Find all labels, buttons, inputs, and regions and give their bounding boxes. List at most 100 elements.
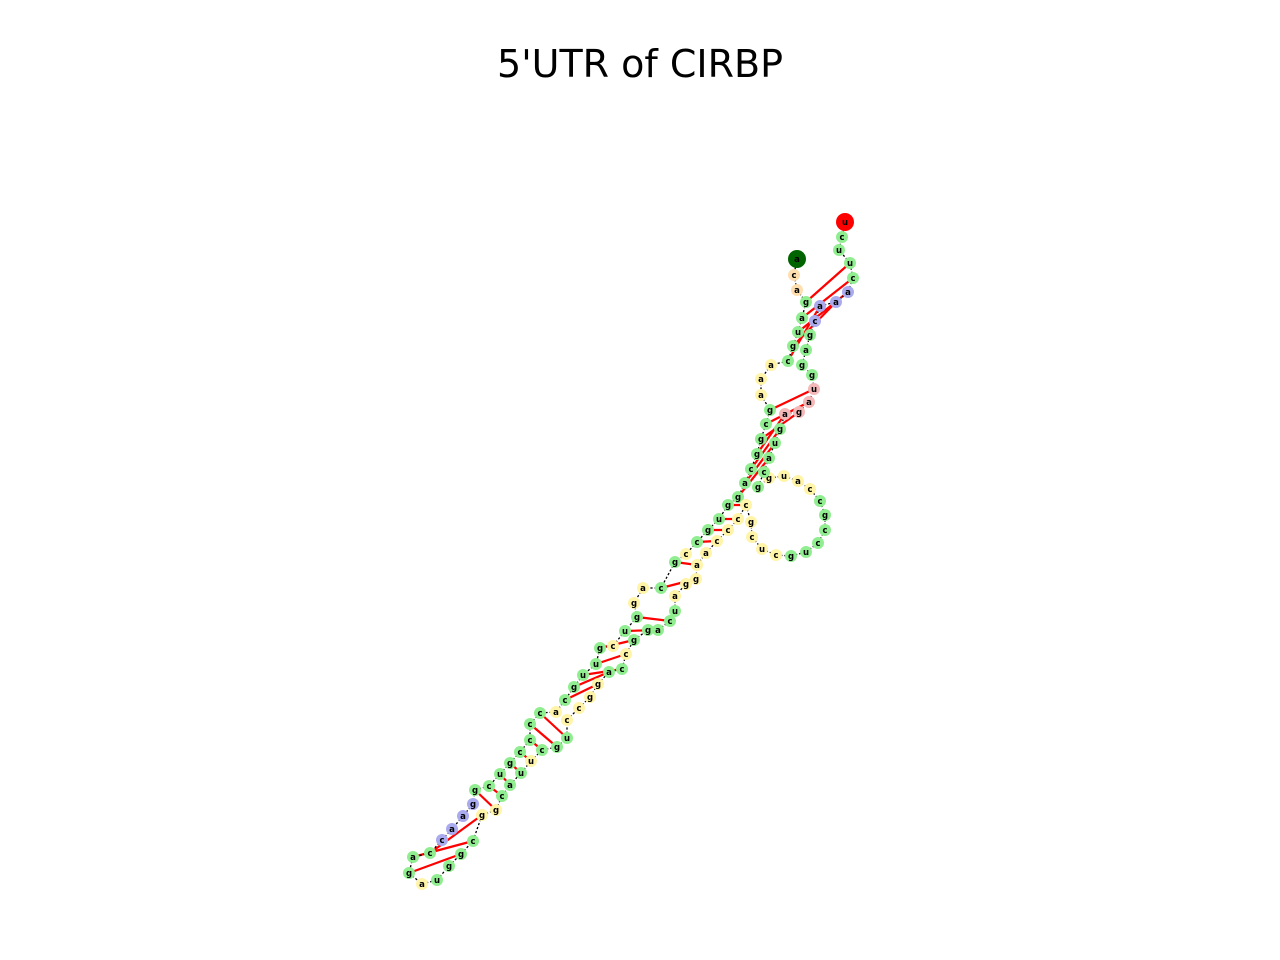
- nucleotide-label: u: [518, 769, 524, 779]
- nucleotide-label: u: [716, 515, 722, 525]
- nucleotide-label: a: [803, 346, 809, 356]
- nucleotide-label: u: [622, 627, 628, 637]
- nucleotide: c: [467, 835, 479, 847]
- nucleotide-label: u: [672, 607, 678, 617]
- nucleotide: c: [760, 418, 772, 430]
- nucleotide: c: [436, 834, 448, 846]
- nucleotide-circle: [577, 669, 589, 681]
- nucleotide-label: c: [791, 271, 796, 281]
- nucleotide-label: g: [766, 474, 772, 484]
- nucleotide-label: c: [539, 746, 544, 756]
- nucleotide-circle: [669, 556, 681, 568]
- nucleotide: c: [788, 269, 800, 281]
- nucleotide-circle: [680, 548, 692, 560]
- nucleotide-circle: [808, 383, 820, 395]
- nucleotide-label: g: [705, 526, 711, 536]
- nucleotide: g: [804, 329, 816, 341]
- nucleotide: g: [631, 611, 643, 623]
- nucleotide-circle: [524, 718, 536, 730]
- nucleotide-circle: [616, 663, 628, 675]
- nucleotide-circle: [785, 550, 797, 562]
- nucleotide-label: g: [472, 786, 478, 796]
- nucleotide-circle: [796, 312, 808, 324]
- nucleotide-label: a: [795, 477, 801, 487]
- nucleotide: g: [592, 678, 604, 690]
- nucleotide: g: [551, 741, 563, 753]
- nucleotide-label: a: [460, 812, 466, 822]
- nucleotide-label: c: [576, 704, 581, 714]
- nucleotide: g: [819, 509, 831, 521]
- nucleotide-circle: [782, 355, 794, 367]
- base-pair-line: [408, 852, 462, 875]
- nucleotide: g: [732, 491, 744, 503]
- nucleotide-label: g: [587, 693, 593, 703]
- nucleotide-circle: [700, 547, 712, 559]
- nucleotide: a: [779, 408, 791, 420]
- nucleotide-label: c: [725, 526, 730, 536]
- nucleotide-circle: [515, 767, 527, 779]
- base-pair-line: [429, 814, 483, 854]
- nucleotide: c: [847, 272, 859, 284]
- nucleotide-circle: [842, 286, 854, 298]
- nucleotide: c: [616, 663, 628, 675]
- nucleotide: c: [814, 495, 826, 507]
- nucleotide: c: [740, 499, 752, 511]
- nucleotide: g: [467, 798, 479, 810]
- base-pair-line: [756, 413, 786, 455]
- backbone-segment: [436, 865, 450, 881]
- nucleotide-circle: [814, 300, 826, 312]
- nucleotide-circle: [751, 448, 763, 460]
- nucleotide: c: [691, 536, 703, 548]
- nucleotide-label: a: [672, 592, 678, 602]
- nucleotide-label: g: [470, 800, 476, 810]
- nucleotide-label: a: [766, 454, 772, 464]
- nucleotide-label: g: [758, 435, 764, 445]
- nucleotide-label: c: [817, 497, 822, 507]
- nucleotide-circle: [722, 499, 734, 511]
- nucleotide-label: g: [446, 862, 452, 872]
- nucleotide: c: [732, 513, 744, 525]
- nucleotide: u: [778, 470, 790, 482]
- nucleotide-circle: [746, 531, 758, 543]
- nucleotide: a: [637, 582, 649, 594]
- nucleotide-circle: [457, 810, 469, 822]
- nucleotide: a: [407, 851, 419, 863]
- nucleotide-label: a: [742, 479, 748, 489]
- nucleotide-circle: [628, 634, 640, 646]
- nucleotide: c: [758, 466, 770, 478]
- nucleotide: a: [446, 823, 458, 835]
- nucleotide-label: g: [458, 850, 464, 860]
- nucleotide: c: [804, 483, 816, 495]
- nucleotide: a: [791, 284, 803, 296]
- nucleotide: u: [836, 213, 854, 231]
- nucleotide-label: g: [595, 680, 601, 690]
- nucleotide-label: c: [619, 665, 624, 675]
- nucleotide-circle: [745, 463, 757, 475]
- nucleotide-label: a: [655, 626, 661, 636]
- nucleotide: u: [515, 767, 527, 779]
- nucleotide-circle: [778, 470, 790, 482]
- nucleotide: u: [577, 669, 589, 681]
- nucleotide-label: g: [809, 371, 815, 381]
- nucleotide: g: [476, 809, 488, 821]
- nucleotide-label: u: [772, 439, 778, 449]
- nucleotide-label: g: [735, 493, 741, 503]
- nucleotide-label: c: [839, 233, 844, 243]
- nucleotide-circle: [804, 483, 816, 495]
- nucleotide: c: [524, 718, 536, 730]
- nucleotide: c: [483, 780, 495, 792]
- nucleotide-circle: [407, 851, 419, 863]
- nucleotide: u: [561, 732, 573, 744]
- nucleotide-label: u: [795, 328, 801, 338]
- nucleotide-circle: [830, 296, 842, 308]
- nucleotide-label: c: [527, 720, 532, 730]
- nucleotide-circle: [791, 284, 803, 296]
- base-pairs-layer: [408, 262, 854, 875]
- nucleotide-circle: [664, 615, 676, 627]
- base-pair-line: [750, 428, 781, 470]
- nucleotide-circle: [568, 681, 580, 693]
- nucleotide-label: g: [406, 869, 412, 879]
- nucleotide-circle: [504, 757, 516, 769]
- nucleotide-label: g: [788, 552, 794, 562]
- nucleotide-label: g: [507, 759, 513, 769]
